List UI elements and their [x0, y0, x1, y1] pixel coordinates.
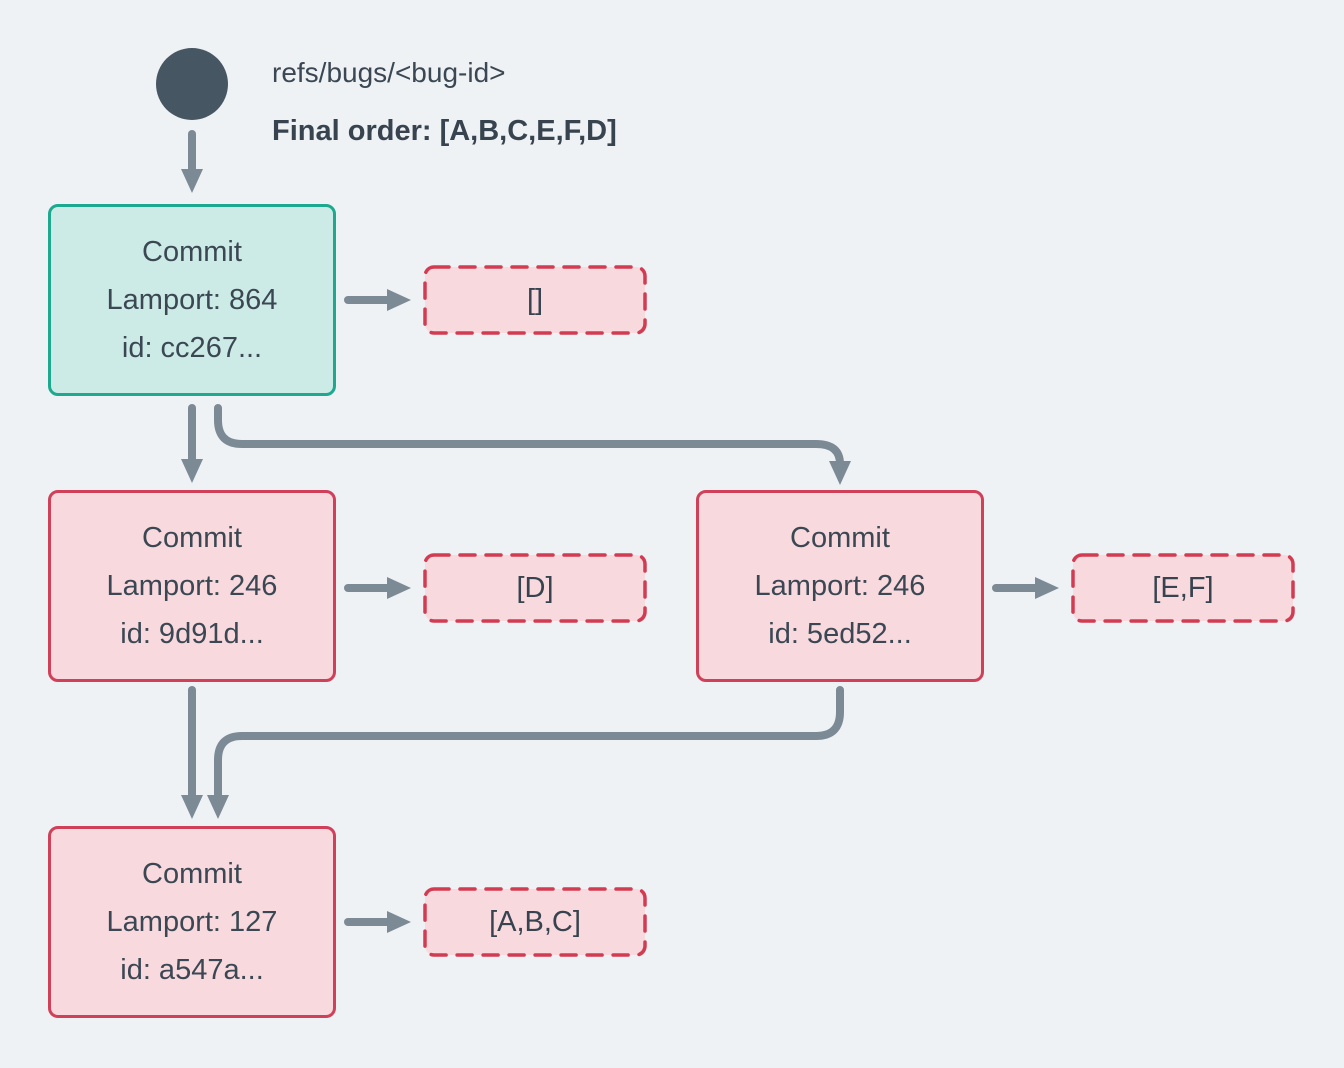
- commit-id: id: cc267...: [121, 332, 263, 364]
- commit-id: id: 5ed52...: [768, 618, 912, 650]
- order-box-bottom: [A,B,C]: [422, 886, 648, 958]
- final-order-label: Final order: [A,B,C,E,F,D]: [272, 115, 617, 147]
- order-label: [D]: [516, 571, 554, 604]
- edge-right-to-bottom: [207, 686, 844, 819]
- commit-title: Commit: [142, 522, 242, 554]
- dashed-border: [1071, 553, 1295, 623]
- order-box-root: []: [422, 264, 648, 336]
- edge-root-to-right: [214, 404, 851, 485]
- order-box-left: [D]: [422, 552, 648, 624]
- order-label: [E,F]: [1152, 571, 1214, 604]
- commit-lamport: Lamport: 246: [106, 570, 278, 602]
- order-box-right: [E,F]: [1070, 552, 1296, 624]
- commit-node-left: Commit Lamport: 246 id: 9d91d...: [48, 490, 336, 682]
- order-label: []: [526, 283, 544, 316]
- commit-title: Commit: [790, 522, 890, 554]
- dashed-border: [423, 265, 647, 335]
- commit-title: Commit: [142, 236, 242, 268]
- dashed-border: [423, 553, 647, 623]
- ref-name-label: refs/bugs/<bug-id>: [272, 57, 506, 88]
- commit-node-bottom: Commit Lamport: 127 id: a547a...: [48, 826, 336, 1018]
- order-label: [A,B,C]: [489, 905, 581, 938]
- commit-id: id: a547a...: [120, 954, 264, 986]
- commit-lamport: Lamport: 864: [106, 284, 278, 316]
- commit-id: id: 9d91d...: [120, 618, 264, 650]
- dashed-border: [423, 887, 647, 957]
- commit-lamport: Lamport: 246: [754, 570, 926, 602]
- ref-head-circle: [156, 48, 228, 120]
- commit-lamport: Lamport: 127: [106, 906, 278, 938]
- commit-title: Commit: [142, 858, 242, 890]
- commit-node-right: Commit Lamport: 246 id: 5ed52...: [696, 490, 984, 682]
- commit-node-root: Commit Lamport: 864 id: cc267...: [48, 204, 336, 396]
